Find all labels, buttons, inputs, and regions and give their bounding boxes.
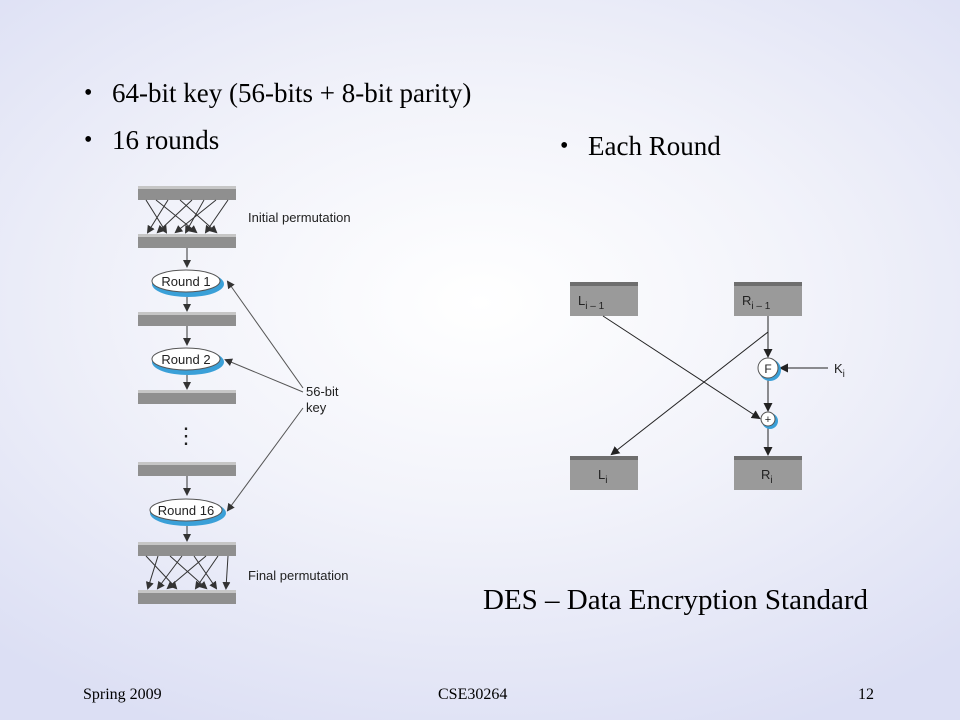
bullet-key-size-text: 64-bit key (56-bits + 8-bit parity) [112,78,472,108]
bullet-glyph: • [84,127,93,153]
bullet-each-round-text: Each Round [588,131,721,161]
l-next-subscript: i [605,475,607,486]
r-next-label: R [761,467,770,482]
l-next-box [570,456,638,490]
f-function-node [757,357,781,381]
f-function-label: F [764,362,771,376]
svg-text:Li – 1: Li – 1 [578,293,605,312]
round-2-label: Round 2 [161,352,210,367]
initial-permutation-top-bar [138,186,236,200]
l-prev-subscript: i – 1 [585,301,604,312]
slide-caption: DES – Data Encryption Standard [483,584,868,616]
footer-date: Spring 2009 [83,686,162,703]
svg-text:Ri: Ri [761,467,773,486]
bullet-key-size: • 64-bit key (56-bits + 8-bit parity) [84,78,471,109]
round-1-output-bar [138,312,236,326]
subkey-label: K [834,361,843,376]
r-next-subscript: i [770,475,772,486]
footer-page-number: 12 [858,686,874,703]
round-wires [602,315,828,456]
initial-permutation-label: Initial permutation [248,210,351,225]
round-1-label: Round 1 [161,274,210,289]
round-16-label: Round 16 [158,503,214,518]
bullet-each-round: • Each Round [560,131,721,162]
bullet-rounds: • 16 rounds [84,125,219,156]
round-2-output-bar [138,390,236,404]
round-2-oval [151,347,224,375]
bullet-rounds-text: 16 rounds [112,125,220,155]
r-next-box [734,456,802,490]
r-prev-label: R [742,293,751,308]
bullet-glyph: • [560,133,569,159]
xor-node [760,411,778,429]
svg-text:Li: Li [598,467,607,486]
round-15-output-bar [138,462,236,476]
key-label-line1: 56-bit [306,384,339,399]
key-distribution-lines [224,280,304,512]
final-permutation-wires [145,555,231,590]
final-permutation-top-bar [138,542,236,556]
bullet-glyph: • [84,80,93,106]
key-label-line2: key [306,400,327,415]
r-prev-box [734,282,802,316]
footer-course: CSE30264 [438,686,508,703]
round-1-oval [151,269,224,297]
subkey-subscript: i [843,369,845,380]
svg-text:Ri – 1: Ri – 1 [742,293,771,312]
r-prev-subscript: i – 1 [751,301,770,312]
round-16-oval [149,498,226,526]
l-next-label: L [598,467,605,482]
xor-label: + [765,414,771,426]
l-prev-label: L [578,293,585,308]
final-permutation-label: Final permutation [248,568,348,583]
ellipsis-dots: ⋮ [175,423,197,448]
initial-permutation-bottom-bar [138,234,236,248]
final-permutation-bottom-bar [138,590,236,604]
initial-permutation-wires [145,199,229,234]
l-prev-box [570,282,638,316]
svg-text:Ki: Ki [834,361,845,380]
